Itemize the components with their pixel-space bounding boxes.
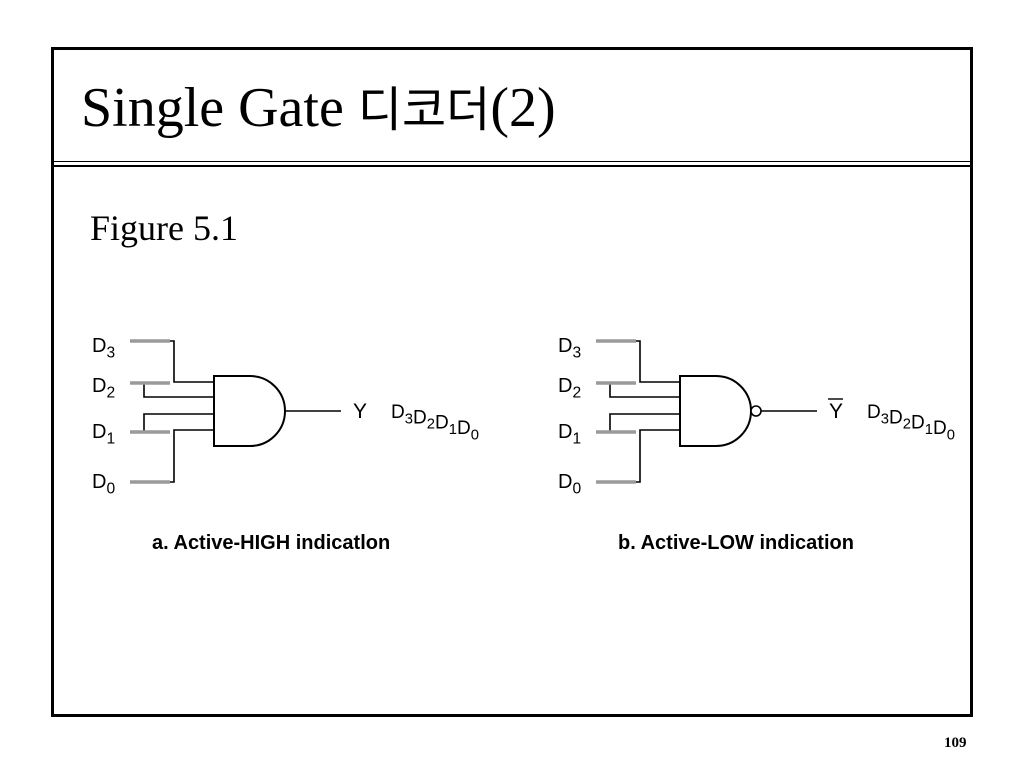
title-latin: Single Gate (81, 77, 358, 139)
input-label-d1: D1 (92, 421, 115, 448)
input-wire-1 (130, 382, 214, 398)
page-number: 109 (944, 735, 967, 751)
slide-title: Single Gate 디코더(2) (81, 76, 556, 142)
output-expression: D3D2D1D0 (867, 402, 955, 443)
title-bar: Single Gate 디코더(2) (54, 50, 970, 167)
nand-gate-body (679, 375, 752, 447)
input-label-d1: D1 (558, 421, 581, 448)
input-label-d0: D0 (558, 471, 581, 498)
input-label-d2: D2 (558, 375, 581, 402)
title-suffix: (2) (490, 77, 556, 139)
output-label: Y (353, 400, 367, 423)
gate-caption: a. Active-HIGH indicatlon (152, 532, 390, 554)
input-label-d2: D2 (92, 375, 115, 402)
input-wire-1 (596, 382, 680, 398)
and-gate-body (213, 375, 286, 447)
slide-frame: Single Gate 디코더(2) Figure 5.1 (51, 47, 973, 717)
input-label-d3: D3 (92, 335, 115, 362)
input-wire-3 (130, 429, 214, 483)
title-korean: 디코더 (357, 82, 491, 138)
figure-label: Figure 5.1 (90, 208, 238, 248)
input-label-d0: D0 (92, 471, 115, 498)
gate-caption: b. Active-LOW indication (618, 532, 854, 554)
input-wire-3 (596, 429, 680, 483)
output-label: Y (829, 400, 843, 423)
output-expression: D3D2D1D0 (391, 402, 479, 443)
input-label-d3: D3 (558, 335, 581, 362)
inversion-bubble (750, 405, 762, 417)
input-wire-0 (596, 340, 680, 383)
input-wire-0 (130, 340, 214, 383)
